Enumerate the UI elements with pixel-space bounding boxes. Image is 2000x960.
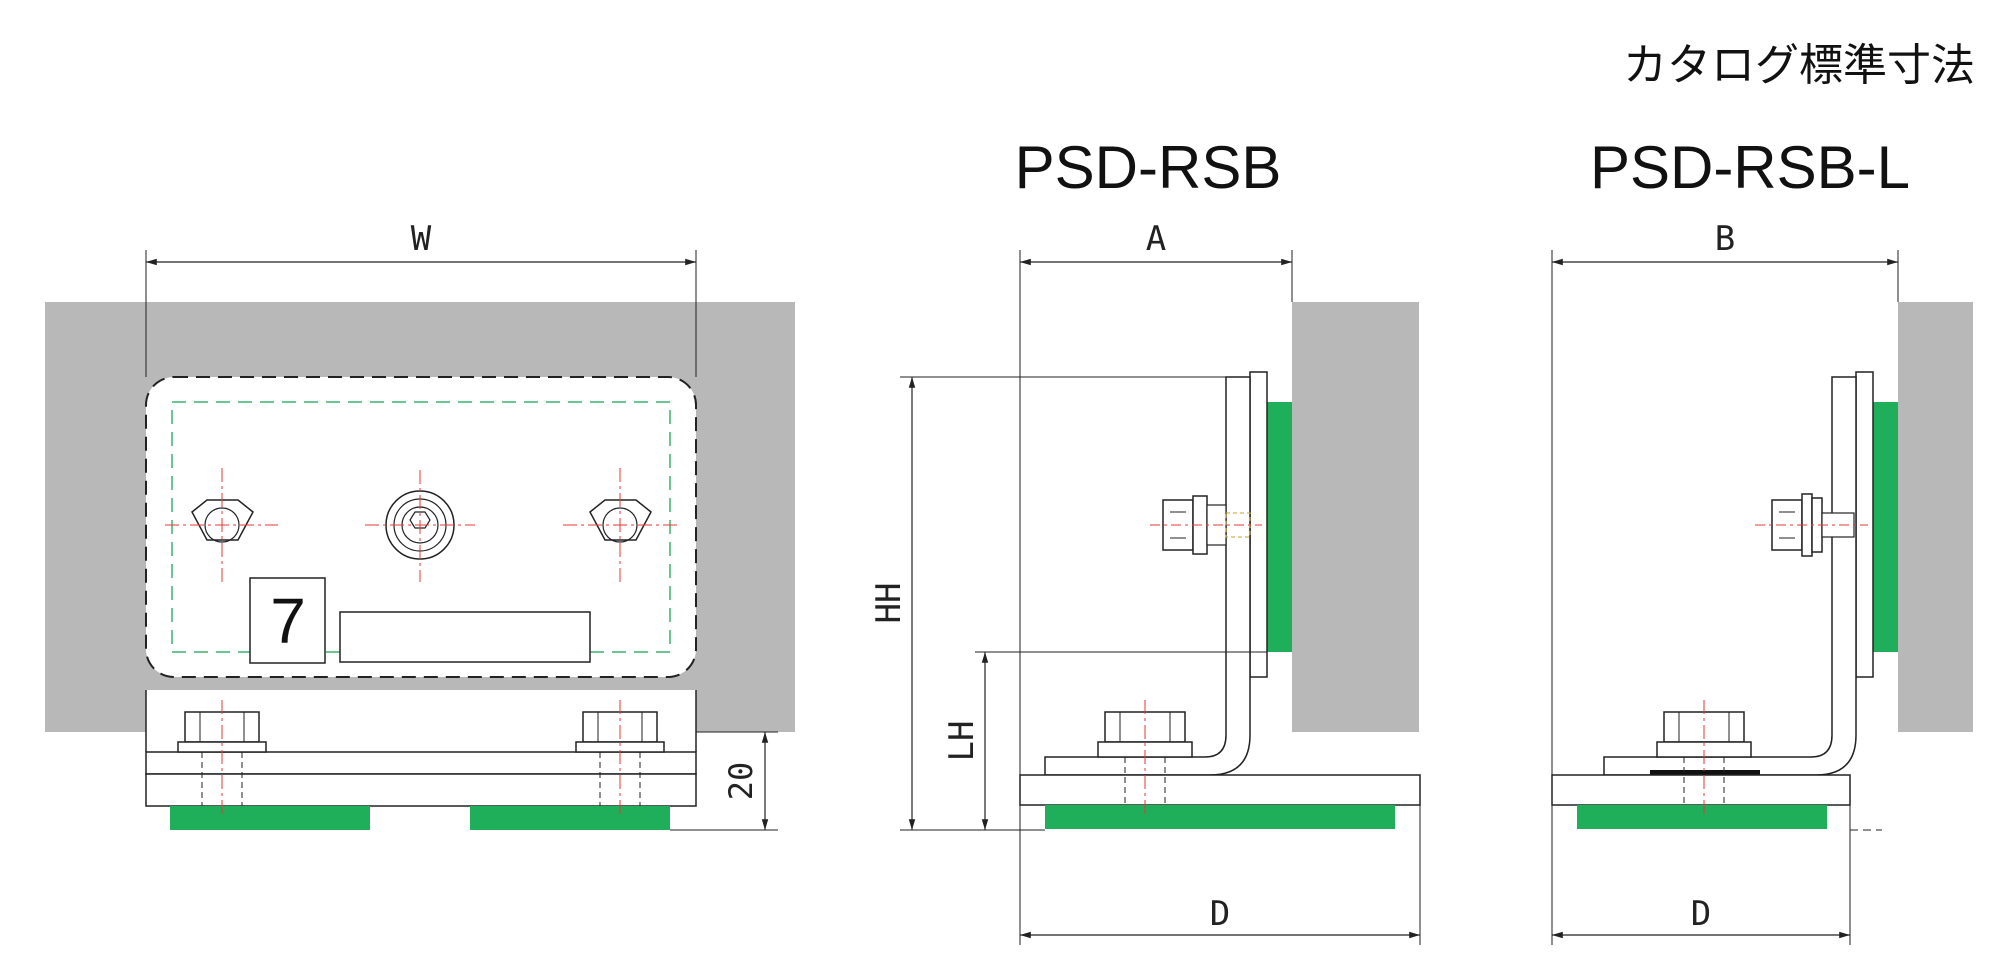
rsbl-green-pad-base <box>1577 805 1827 829</box>
heading-text: カタログ標準寸法 <box>1623 40 1975 91</box>
rsbl-base-plate <box>1551 774 1851 806</box>
base-bolt-left <box>177 700 267 818</box>
rsb-base-bolt <box>1097 700 1193 818</box>
title-psd-rsb-l: PSD-RSB-L <box>1590 134 1910 201</box>
number-plate <box>249 577 326 664</box>
socket-bolt-center <box>365 470 475 582</box>
label-plate <box>339 611 591 663</box>
base-bolt-right <box>575 700 665 818</box>
rsbl-side-view: B D <box>1551 219 1973 945</box>
rsb-green-pad-vertical <box>1267 402 1292 652</box>
hex-bolt-right <box>563 468 677 582</box>
rsb-dim-hh-label: HH <box>869 583 909 624</box>
base-rail-lower <box>145 773 697 807</box>
rsbl-side-bolt <box>1755 493 1868 557</box>
hex-bolt-left <box>165 468 278 582</box>
rsbl-dim-d-label: D <box>1691 894 1711 934</box>
rsbl-black-shim <box>1650 770 1760 776</box>
rsb-wall <box>1292 302 1419 732</box>
green-pad-right <box>470 806 670 830</box>
rsbl-base-bolt <box>1656 700 1752 818</box>
rsb-base-plate <box>1019 774 1421 806</box>
rsbl-wall <box>1898 302 1973 732</box>
rsbl-green-pad-vertical <box>1873 402 1898 652</box>
rsb-side-bolt <box>1150 495 1262 555</box>
dim-w-label: W <box>411 219 432 259</box>
green-pad-left <box>170 806 370 830</box>
rsb-green-pad-base <box>1045 805 1395 829</box>
rsb-dim-d-label: D <box>1210 894 1230 934</box>
title-psd-rsb: PSD-RSB <box>1015 134 1282 201</box>
base-rail-upper <box>145 751 697 775</box>
rsbl-dim-b-label: B <box>1715 219 1735 259</box>
dim-20-label: 20 <box>722 762 760 801</box>
front-view: 7 <box>45 219 795 831</box>
rsb-dim-lh-label: LH <box>942 721 982 762</box>
rsb-dim-a-label: A <box>1146 219 1166 259</box>
rsb-side-view: A HH LH D <box>869 219 1421 945</box>
number-plate-text: 7 <box>270 585 306 657</box>
